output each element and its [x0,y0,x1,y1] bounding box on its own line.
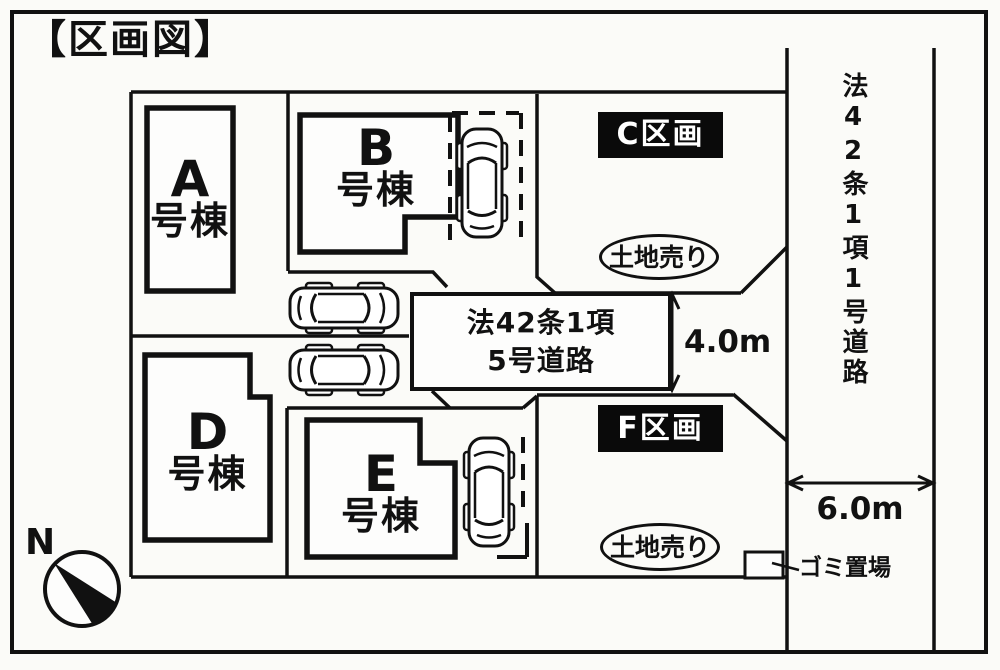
building-a-label: A 号棟 [147,108,233,291]
building-b-label: B 号棟 [300,118,452,218]
dimension-4m-label: 4.0m [684,324,772,360]
center-road-line2: 5号道路 [487,343,595,377]
garbage-area-label: ゴミ置場 [799,555,891,581]
diagram-title: 【区画図】 [26,17,236,63]
parcel-boundary-lines [129,90,789,579]
building-e-label: E 号棟 [307,422,455,567]
garbage-pointer-line [771,561,800,572]
building-d-outline [142,352,273,543]
dimension-arrow-6m [784,474,937,492]
building-a-letter: A [170,150,210,209]
parcel-c-land-for-sale-badge: 土地売り [599,234,719,280]
building-outlines [142,105,461,560]
building-e-outline [304,417,458,560]
building-d-letter: D [186,402,229,461]
north-compass-icon [43,550,121,628]
right-road-label: 法42条1項1号道路 [838,72,868,388]
north-label: N [25,522,56,563]
outer-frame [10,10,988,654]
car-icon [455,127,509,239]
car-icon [288,343,400,397]
parcel-f-badge: F区画 [598,405,723,452]
parcel-c-badge: C区画 [598,112,723,158]
parcel-f-land-for-sale-badge: 土地売り [600,523,720,571]
building-a-suffix: 号棟 [149,199,230,244]
building-d-label: D 号棟 [145,362,270,542]
building-a-outline [144,105,236,294]
building-e-suffix: 号棟 [340,494,421,539]
parking-space-lines [448,111,525,508]
parking-corner-mark [497,523,529,559]
car-icon [288,281,400,335]
building-e-letter: E [363,445,399,504]
building-d-suffix: 号棟 [167,451,248,496]
building-b-letter: B [356,118,396,177]
center-road-label-box: 法42条1項 5号道路 [410,292,672,391]
right-road-lines [785,48,936,650]
car-icon [462,436,516,548]
dimension-6m-label: 6.0m [816,491,904,527]
center-road-line1: 法42条1項 [466,305,616,339]
building-b-suffix: 号棟 [335,167,416,212]
